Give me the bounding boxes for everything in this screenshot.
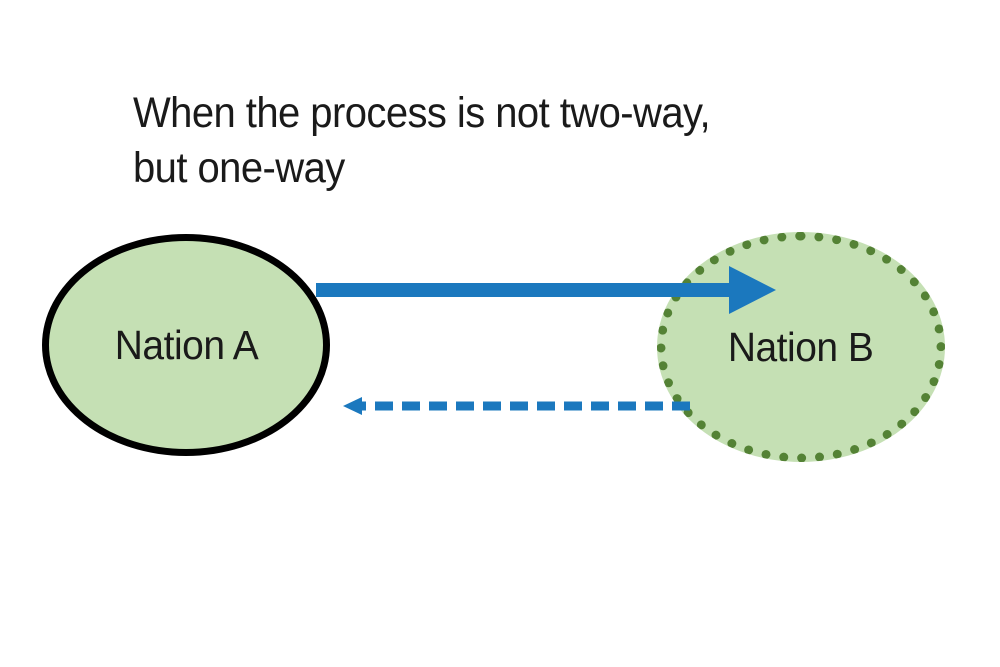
connector-a-to-b[interactable]: [316, 266, 776, 314]
node-nation-a[interactable]: Nation A: [42, 234, 330, 456]
node-nation-b-label: Nation B: [728, 323, 874, 370]
diagram-title: When the process is not two-way, but one…: [133, 89, 711, 192]
connector-b-to-a[interactable]: [343, 397, 690, 415]
arrowhead-left-icon: [343, 397, 362, 415]
node-nation-a-label: Nation A: [114, 321, 258, 368]
node-nation-b[interactable]: Nation B: [657, 232, 945, 462]
arrowhead-right-icon: [729, 266, 776, 314]
